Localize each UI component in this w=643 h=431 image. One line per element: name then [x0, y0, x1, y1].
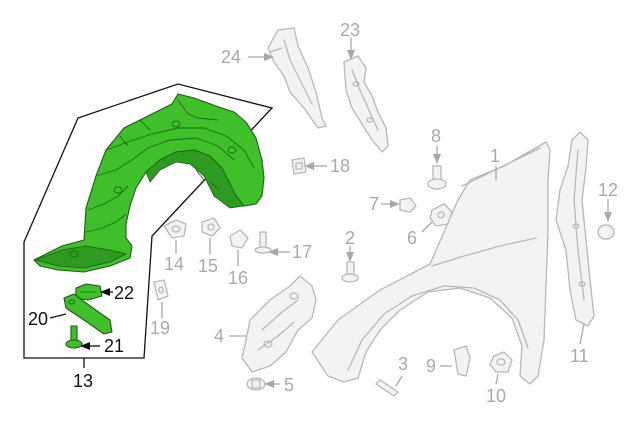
- fender-liner: [33, 93, 265, 273]
- callout-12: 12: [598, 180, 618, 200]
- callout-11: 11: [570, 346, 589, 366]
- part-3-bolt: [375, 379, 399, 397]
- callout-16: 16: [228, 268, 248, 288]
- part-2-bolt: [341, 261, 359, 283]
- callout-14: 14: [164, 254, 184, 274]
- leader-lines: [49, 38, 612, 388]
- callout-2: 2: [345, 228, 355, 248]
- callout-24: 24: [221, 47, 241, 67]
- callout-5: 5: [284, 375, 294, 395]
- part-4-bracket: [241, 275, 317, 373]
- assembly-13-frame: [23, 83, 274, 359]
- callout-3: 3: [398, 354, 408, 374]
- part-11-bracket: [555, 131, 595, 327]
- callout-4: 4: [214, 326, 224, 346]
- callout-22: 22: [114, 283, 134, 303]
- part-1-fender: [311, 141, 551, 385]
- part-17-screw: [254, 231, 272, 254]
- callout-1: 1: [490, 146, 500, 166]
- part-12-clip: [597, 224, 615, 240]
- part-9-bracket: [453, 345, 471, 377]
- callout-19: 19: [150, 318, 170, 338]
- part-7-clip: [399, 197, 417, 213]
- callout-6: 6: [407, 228, 417, 248]
- callout-20: 20: [28, 309, 48, 329]
- part-18-nut: [291, 157, 307, 175]
- part-16-clip: [229, 229, 249, 249]
- callout-labels: 1 2 3 4 5 6 7 8 9 10 11 12 13 14 15 16 1…: [28, 20, 618, 406]
- callout-21: 21: [104, 336, 124, 356]
- part-24-bracket: [267, 27, 327, 129]
- part-20-bracket: [63, 293, 113, 335]
- part-8-bolt: [427, 165, 447, 190]
- part-19-clip: [153, 279, 169, 301]
- callout-7: 7: [369, 194, 379, 214]
- part-23-seal: [343, 55, 389, 153]
- callout-18: 18: [330, 156, 350, 176]
- callout-10: 10: [486, 386, 506, 406]
- part-5-bolt: [246, 377, 266, 391]
- part-15-clip: [201, 217, 221, 237]
- callout-17: 17: [292, 242, 312, 262]
- part-21-bolt: [65, 325, 83, 349]
- callout-8: 8: [431, 126, 441, 146]
- callout-13: 13: [73, 371, 93, 391]
- part-22-clip: [75, 283, 103, 301]
- part-14-clip: [163, 219, 187, 239]
- callout-15: 15: [198, 256, 218, 276]
- part-10-nut: [489, 351, 513, 373]
- callout-9: 9: [426, 356, 436, 376]
- callout-23: 23: [340, 20, 360, 40]
